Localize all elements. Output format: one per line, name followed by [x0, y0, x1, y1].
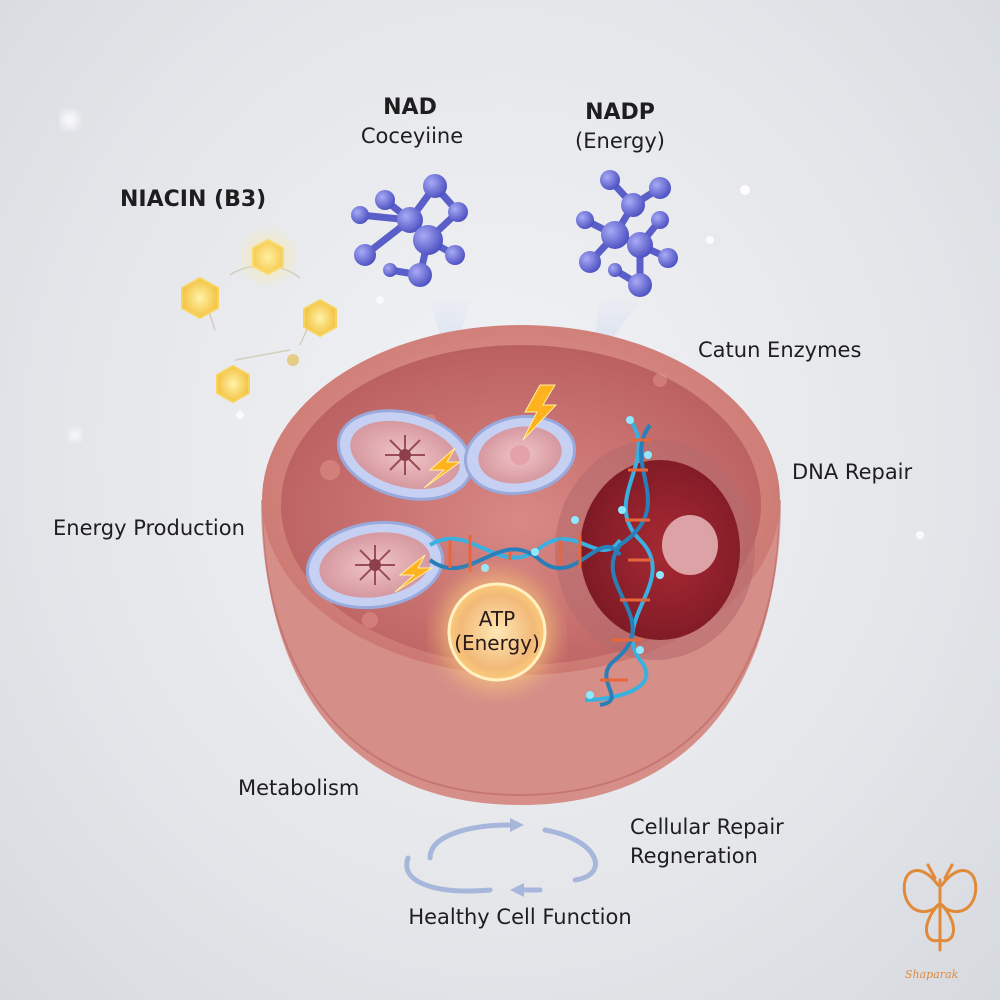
atp-label: ATP (Energy) [454, 607, 540, 655]
dna-repair-label: DNA Repair [792, 460, 913, 484]
dna-helix [428, 416, 664, 707]
mitochondrion-2 [463, 414, 577, 496]
energy-lightning [394, 384, 558, 593]
cell [261, 325, 781, 805]
cycle-arrows [404, 818, 598, 897]
cellular-repair-label: Cellular Repair [630, 815, 784, 839]
atp-sphere [439, 574, 555, 690]
niacin-hexagons [181, 231, 337, 404]
watermark-text: Shaparak [905, 968, 959, 981]
nadp-subtitle: (Energy) [575, 129, 665, 153]
energy-production-label: Energy Production [53, 516, 245, 540]
atp-subtitle: (Energy) [454, 631, 540, 655]
lightning-icon-3 [394, 554, 434, 593]
lightning-icon-1 [522, 384, 558, 441]
nad-subtitle: Coceyiine [360, 124, 464, 148]
niacin-hex-2 [181, 276, 219, 320]
nad-molecule [351, 174, 468, 287]
niacin-label: NIACIN (B3) [120, 187, 267, 212]
nadp-molecule [576, 170, 678, 297]
enzymes-label: Catun Enzymes [698, 338, 862, 362]
nadp-title: NADP [585, 100, 655, 125]
regeneration-label: Regneration [630, 844, 758, 868]
nucleus [555, 440, 755, 660]
healthy-cell-label: Healthy Cell Function [408, 905, 632, 929]
cycle-arrow-right [542, 827, 598, 883]
niacin-hex-4 [216, 364, 250, 404]
cycle-arrow-top [427, 822, 513, 861]
cycle-arrow-left [404, 855, 493, 894]
butterfly-icon [902, 863, 978, 952]
metabolism-label: Metabolism [238, 776, 360, 800]
nad-title: NAD [383, 95, 437, 120]
lightning-icon-2 [423, 447, 462, 489]
background-sparkles [61, 111, 924, 539]
niacin-hex-3 [303, 298, 337, 338]
atp-title: ATP [478, 607, 516, 631]
mitochondrion-3 [305, 520, 445, 610]
